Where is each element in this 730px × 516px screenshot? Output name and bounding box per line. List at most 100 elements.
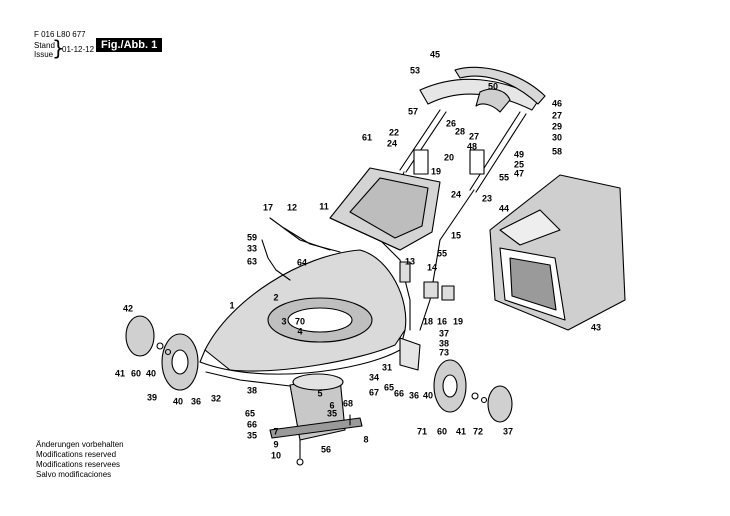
- callout-1: 1: [229, 300, 234, 310]
- callout-40: 40: [173, 396, 183, 406]
- issue-date: 01-12-12: [62, 45, 95, 54]
- callout-46: 46: [552, 98, 562, 108]
- callout-39: 39: [147, 392, 157, 402]
- callout-16: 16: [437, 316, 447, 326]
- left-rear-wheel-part: [125, 315, 199, 391]
- callout-59: 59: [247, 232, 257, 242]
- stand-label: Stand: [34, 41, 55, 50]
- callout-66: 66: [394, 388, 404, 398]
- callout-64: 64: [297, 257, 307, 267]
- callout-24: 24: [387, 138, 397, 148]
- callout-7: 7: [273, 426, 278, 436]
- callout-63: 63: [247, 256, 257, 266]
- callout-27: 27: [552, 110, 562, 120]
- mower-deck-part: [199, 249, 407, 375]
- callout-57: 57: [408, 106, 418, 116]
- callout-68: 68: [343, 398, 353, 408]
- callout-2: 2: [273, 292, 278, 302]
- callout-17: 17: [263, 202, 273, 212]
- callout-67: 67: [369, 387, 379, 397]
- callout-49: 49: [514, 149, 524, 159]
- callout-45: 45: [430, 49, 440, 59]
- callout-20: 20: [444, 152, 454, 162]
- callout-72: 72: [473, 426, 483, 436]
- callout-4: 4: [297, 326, 302, 336]
- callout-41: 41: [115, 368, 125, 378]
- figure-badge: Fig./Abb. 1: [96, 38, 163, 52]
- callout-5: 5: [317, 388, 322, 398]
- callout-44: 44: [499, 203, 509, 213]
- callout-19: 19: [453, 316, 463, 326]
- callout-65: 65: [245, 408, 255, 418]
- callout-55: 55: [437, 248, 447, 258]
- callout-42: 42: [123, 303, 133, 313]
- motor-blade-part: [269, 373, 363, 466]
- callout-58: 58: [552, 146, 562, 156]
- callout-27: 27: [469, 131, 479, 141]
- callout-19: 19: [431, 166, 441, 176]
- callout-25: 25: [514, 159, 524, 169]
- callout-28: 28: [455, 126, 465, 136]
- callout-8: 8: [363, 434, 368, 444]
- part-number: F 016 L80 677: [34, 30, 86, 39]
- callout-23: 23: [482, 193, 492, 203]
- notes-block: Änderungen vorbehalten Modifications res…: [36, 440, 124, 480]
- callout-50: 50: [488, 81, 498, 91]
- callout-33: 33: [247, 243, 257, 253]
- callout-13: 13: [405, 256, 415, 266]
- callout-29: 29: [552, 121, 562, 131]
- callout-31: 31: [382, 362, 392, 372]
- callout-40: 40: [423, 390, 433, 400]
- note-fr: Modifications reservees: [36, 460, 121, 469]
- callout-24: 24: [451, 189, 461, 199]
- callout-30: 30: [552, 132, 562, 142]
- callout-37: 37: [503, 426, 513, 436]
- issue-label: Issue: [34, 50, 54, 59]
- callout-6: 6: [329, 400, 334, 410]
- callout-36: 36: [409, 390, 419, 400]
- callout-15: 15: [451, 230, 461, 240]
- callout-22: 22: [389, 127, 399, 137]
- callout-61: 61: [362, 132, 372, 142]
- callout-37: 37: [439, 328, 449, 338]
- box-lid-part: [329, 167, 441, 251]
- callout-38: 38: [439, 338, 449, 348]
- callout-3: 3: [281, 316, 286, 326]
- grass-catcher-part: [489, 174, 626, 331]
- callout-11: 11: [319, 201, 329, 211]
- callout-40: 40: [146, 368, 156, 378]
- callout-41: 41: [456, 426, 466, 436]
- callout-60: 60: [131, 368, 141, 378]
- callout-35: 35: [247, 430, 257, 440]
- callout-32: 32: [211, 393, 221, 403]
- callout-55: 55: [499, 172, 509, 182]
- callout-56: 56: [321, 444, 331, 454]
- right-front-wheel-part: [433, 359, 513, 423]
- callout-48: 48: [467, 141, 477, 151]
- callout-18: 18: [423, 316, 433, 326]
- callout-10: 10: [271, 450, 281, 460]
- callout-35: 35: [327, 408, 337, 418]
- callout-73: 73: [439, 347, 449, 357]
- callout-12: 12: [287, 202, 297, 212]
- callout-60: 60: [437, 426, 447, 436]
- note-de: Änderungen vorbehalten: [36, 440, 124, 449]
- callout-38: 38: [247, 385, 257, 395]
- note-en: Modifications reserved: [36, 450, 117, 459]
- callout-34: 34: [369, 372, 379, 382]
- callout-66: 66: [247, 419, 257, 429]
- callout-26: 26: [446, 118, 456, 128]
- brace-glyph: }: [52, 36, 65, 60]
- callout-71: 71: [417, 426, 427, 436]
- callout-36: 36: [191, 396, 201, 406]
- note-es: Salvo modificaciones: [36, 470, 112, 479]
- callout-43: 43: [591, 322, 601, 332]
- callout-9: 9: [273, 439, 278, 449]
- callout-65: 65: [384, 382, 394, 392]
- callout-53: 53: [410, 65, 420, 75]
- callout-47: 47: [514, 168, 524, 178]
- callout-14: 14: [427, 262, 437, 272]
- small-hardware-parts: [205, 239, 455, 426]
